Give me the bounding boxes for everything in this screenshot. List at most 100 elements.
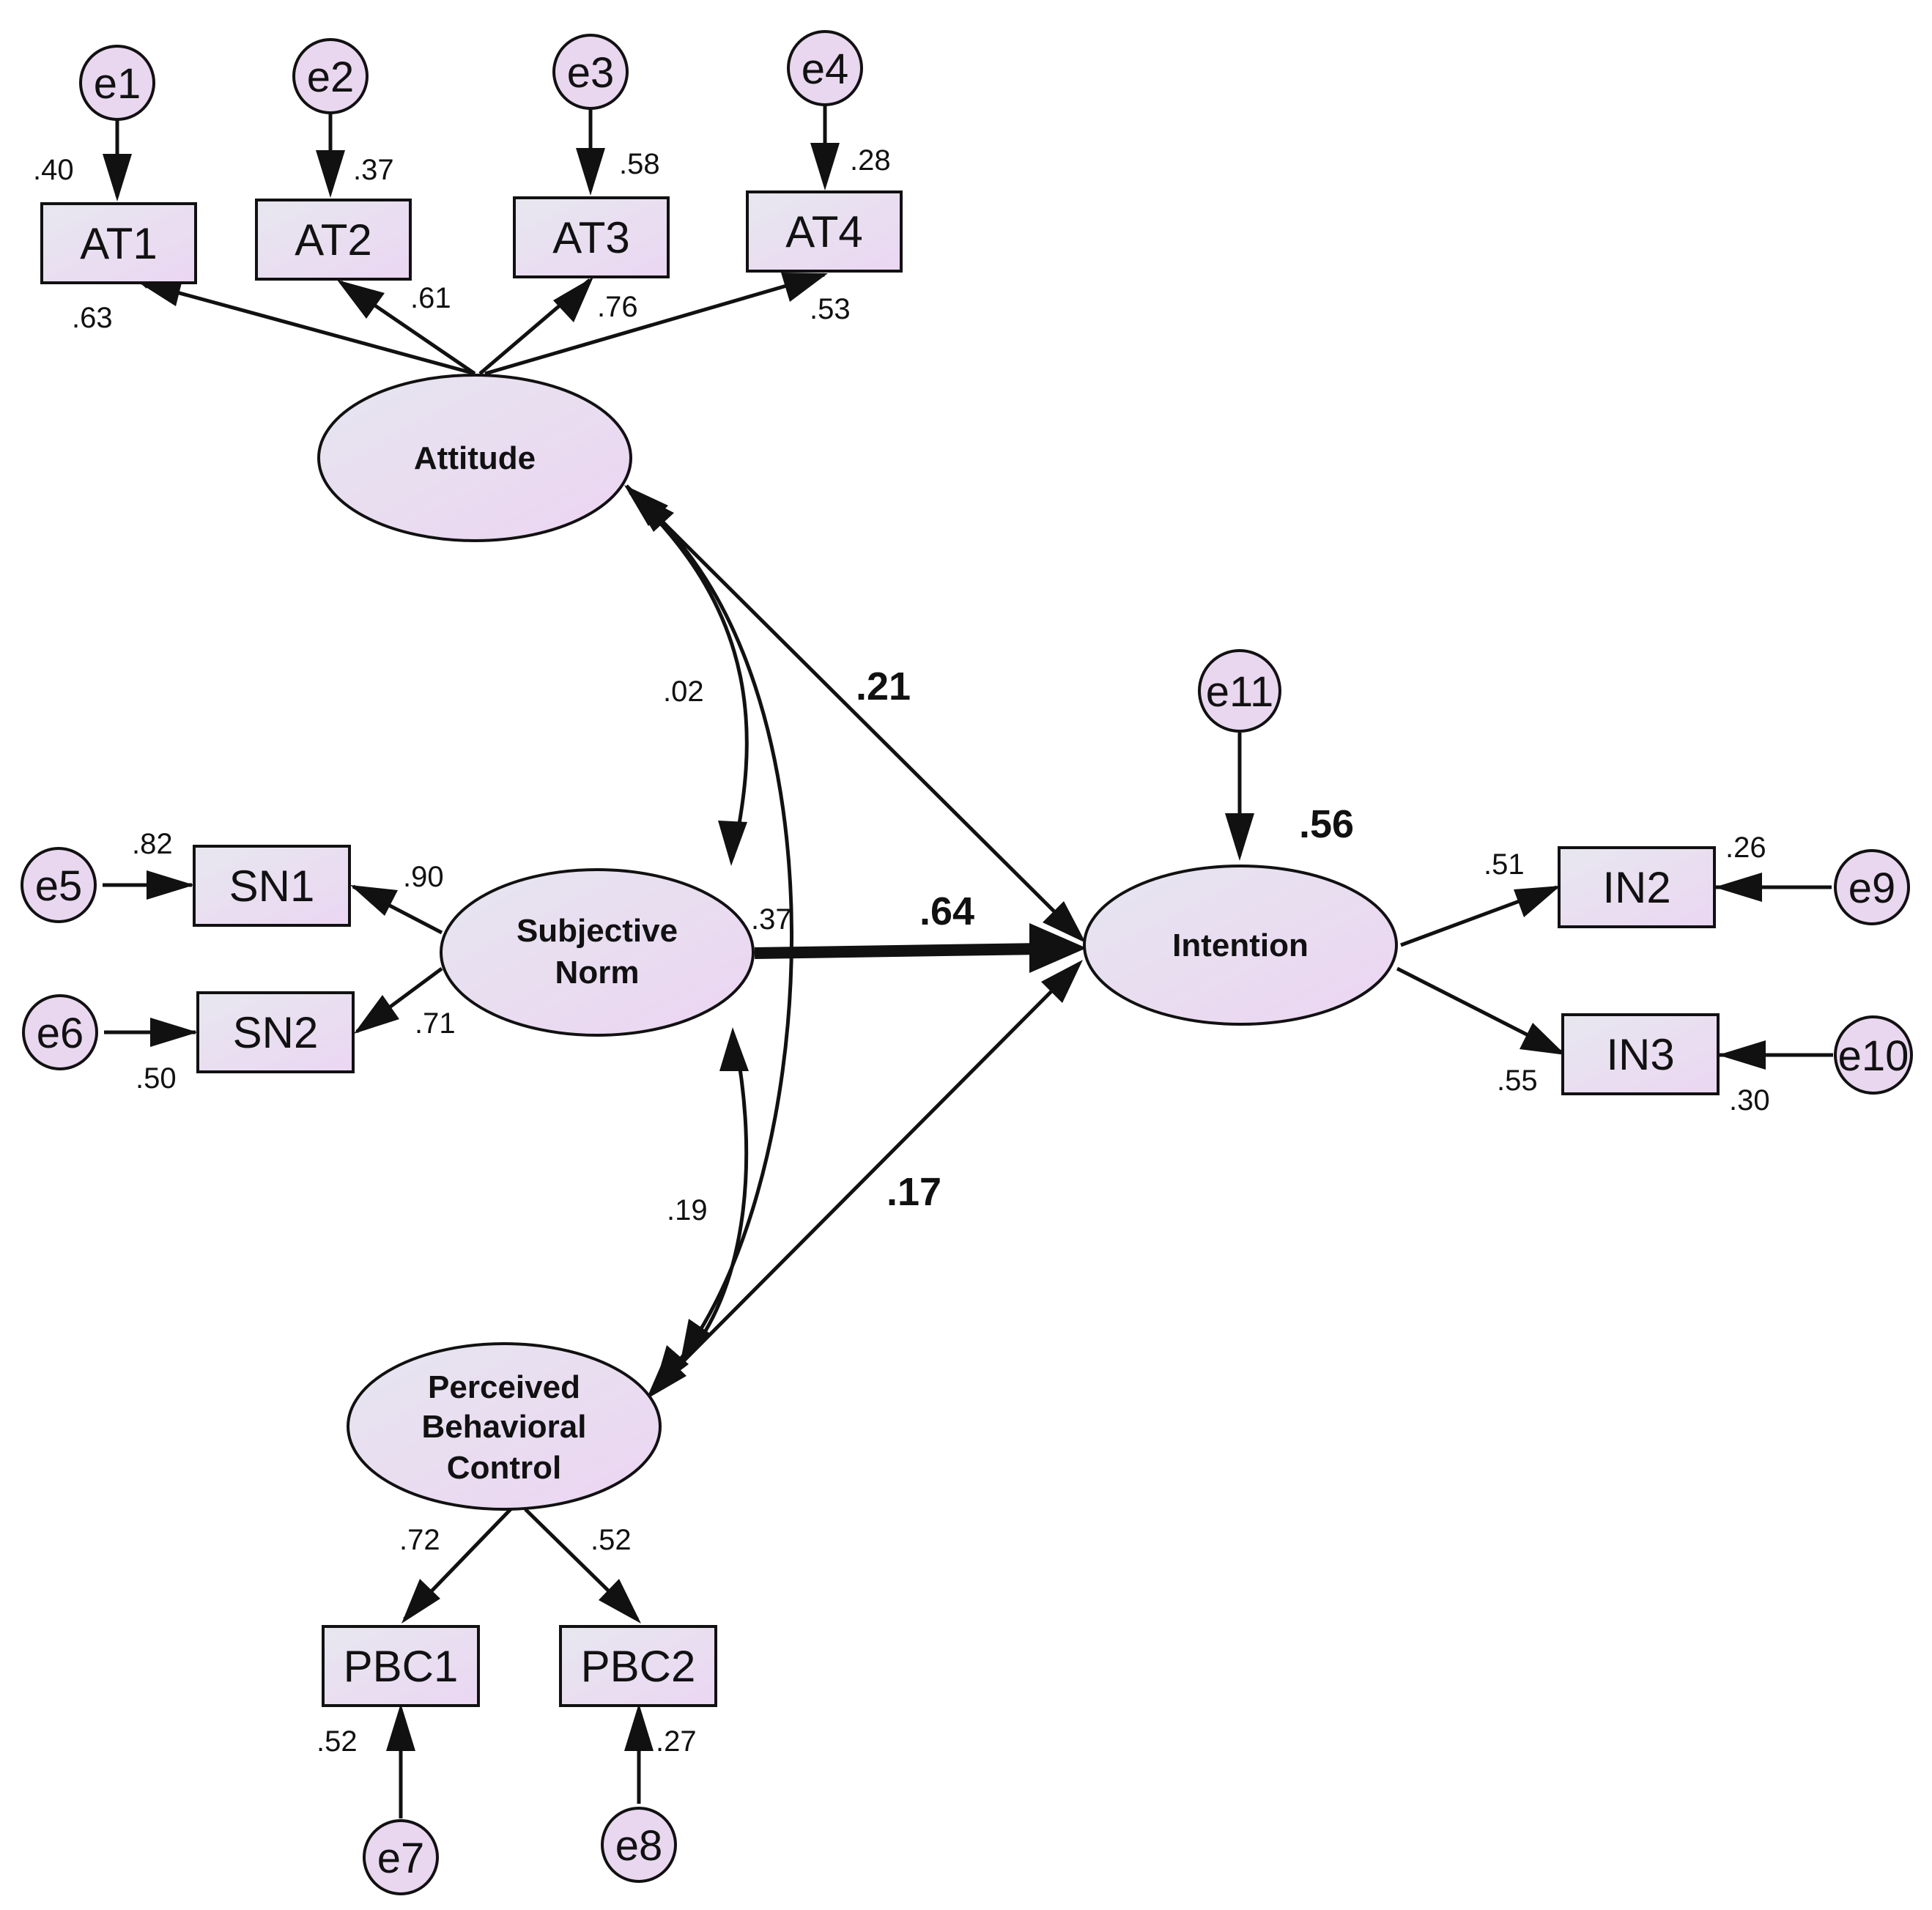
error-node-e8: e8 <box>601 1807 677 1883</box>
error-label-e10: e10 <box>1838 1032 1909 1080</box>
indicator-box-at3: AT3 <box>513 196 670 278</box>
arrowhead-cov-attitude-pbc-bottom <box>654 1345 689 1391</box>
loading-sn2: .71 <box>415 1007 456 1040</box>
error-node-e6: e6 <box>22 994 98 1070</box>
arrowhead-pbc-pbc1 <box>401 1579 440 1624</box>
error-label-e5: e5 <box>35 862 83 910</box>
error-label-e3: e3 <box>567 49 615 97</box>
loading-pbc2: .52 <box>591 1524 632 1556</box>
arrowhead-sn-sn2 <box>354 995 399 1034</box>
indicator-box-in3: IN3 <box>1561 1013 1720 1095</box>
indicator-box-pbc2: PBC2 <box>559 1625 717 1707</box>
loading-pbc1: .72 <box>399 1524 440 1556</box>
error-label-e4: e4 <box>802 45 849 93</box>
arrowhead-pbc-intention <box>1041 960 1083 1003</box>
arrowhead-e2-at2 <box>316 150 345 198</box>
arrowhead-e6-sn2 <box>150 1018 198 1047</box>
correlation-attitude-pbc: .37 <box>751 903 792 936</box>
latent-label-pbc-line1: Perceived <box>428 1369 580 1405</box>
arrowhead-e11-intention <box>1225 813 1254 861</box>
arrowhead-e8-pbc2 <box>624 1703 654 1751</box>
arrowhead-intention-in2 <box>1514 886 1561 917</box>
indicator-box-pbc1: PBC1 <box>322 1625 480 1707</box>
arrowhead-intention-in3 <box>1520 1023 1566 1055</box>
loading-sn1: .90 <box>403 861 444 893</box>
arrowhead-attitude-at4 <box>781 273 828 302</box>
arrowhead-e5-sn1 <box>147 870 194 900</box>
indicator-box-at4: AT4 <box>746 190 903 273</box>
edge-attitude-intention <box>625 484 1082 939</box>
indicator-label-at3: AT3 <box>552 213 630 262</box>
latent-attitude: Attitude <box>317 374 632 542</box>
arrowhead-e10-in3 <box>1718 1040 1766 1070</box>
arrowhead-e9-in2 <box>1714 873 1762 902</box>
indicator-label-sn1: SN1 <box>229 862 315 911</box>
indicator-box-at1: AT1 <box>40 202 197 284</box>
arrowhead-attitude-intention <box>1043 901 1086 943</box>
error-node-e2: e2 <box>292 38 369 114</box>
r2-pbc2: .27 <box>656 1725 697 1758</box>
edges <box>103 97 1833 1818</box>
arrowhead-e7-pbc1 <box>386 1703 415 1751</box>
latent-label-subjective-norm-line2: Norm <box>555 955 640 991</box>
edge-sn-intention <box>754 943 1041 959</box>
error-label-e8: e8 <box>615 1822 663 1870</box>
r2-intention: .56 <box>1299 802 1354 846</box>
indicator-label-at4: AT4 <box>785 207 863 256</box>
correlation-attitude-sn: .02 <box>663 675 704 708</box>
correlation-sn-pbc: .19 <box>667 1194 708 1226</box>
arrowhead-cov-sn-pbc-bottom <box>680 1319 712 1364</box>
r2-at2: .37 <box>353 154 394 186</box>
edge-pbc-intention <box>649 964 1078 1396</box>
arrowhead-pbc-pbc2 <box>599 1579 641 1624</box>
error-node-e7: e7 <box>363 1819 439 1895</box>
loading-at3: .76 <box>597 291 638 323</box>
error-label-e9: e9 <box>1848 865 1896 912</box>
r2-pbc1: .52 <box>317 1725 358 1758</box>
arrowhead-cov-attitude-pbc-top <box>629 489 674 532</box>
loading-in3: .55 <box>1497 1065 1538 1097</box>
indicator-label-at2: AT2 <box>295 215 372 264</box>
r2-in3: .30 <box>1729 1084 1770 1117</box>
error-node-e11: e11 <box>1198 649 1281 733</box>
latent-label-pbc-line2: Behavioral <box>422 1409 587 1445</box>
indicator-label-in2: IN2 <box>1602 863 1670 912</box>
error-node-e1: e1 <box>79 45 155 121</box>
latent-perceived-behavioral-control: Perceived Behavioral Control <box>347 1342 662 1511</box>
arrowhead-cov-attitude-sn-bottom <box>718 821 747 866</box>
arrowhead-cov-sn-pbc-top <box>719 1027 749 1071</box>
path-sn-intention: .64 <box>919 889 974 933</box>
loading-in2: .51 <box>1484 848 1525 881</box>
path-attitude-intention: .21 <box>856 665 911 708</box>
nodes: e1 e2 e3 e4 e5 e6 e7 e8 <box>21 30 1913 1895</box>
r2-sn2: .50 <box>136 1062 177 1095</box>
arrowhead-sn-sn1 <box>350 885 398 916</box>
indicator-label-pbc2: PBC2 <box>581 1642 696 1691</box>
r2-at4: .28 <box>850 144 891 177</box>
edge-cov-attitude-sn <box>629 491 749 858</box>
error-node-e10: e10 <box>1834 1015 1913 1095</box>
error-node-e3: e3 <box>552 34 629 110</box>
error-node-e5: e5 <box>21 847 97 923</box>
indicator-label-sn2: SN2 <box>233 1008 319 1057</box>
path-pbc-intention: .17 <box>887 1170 941 1214</box>
indicator-box-at2: AT2 <box>255 199 412 281</box>
arrowhead-sn-intention <box>1029 923 1087 973</box>
latent-intention: Intention <box>1083 865 1398 1026</box>
indicator-label-pbc1: PBC1 <box>344 1642 459 1691</box>
latent-label-attitude: Attitude <box>414 440 536 476</box>
arrowhead-e1-at1 <box>103 154 132 201</box>
error-node-e9: e9 <box>1834 849 1910 925</box>
latent-label-intention: Intention <box>1172 928 1309 963</box>
loading-at1: .63 <box>72 302 113 334</box>
r2-sn1: .82 <box>132 828 173 860</box>
loading-at2: .61 <box>410 282 451 314</box>
latent-subjective-norm: Subjective Norm <box>440 868 755 1037</box>
indicator-box-in2: IN2 <box>1558 846 1716 928</box>
error-label-e7: e7 <box>377 1835 425 1882</box>
error-label-e2: e2 <box>307 53 355 101</box>
edge-attitude-at1 <box>138 280 475 376</box>
error-node-e4: e4 <box>787 30 863 106</box>
latent-label-pbc-line3: Control <box>447 1450 561 1486</box>
